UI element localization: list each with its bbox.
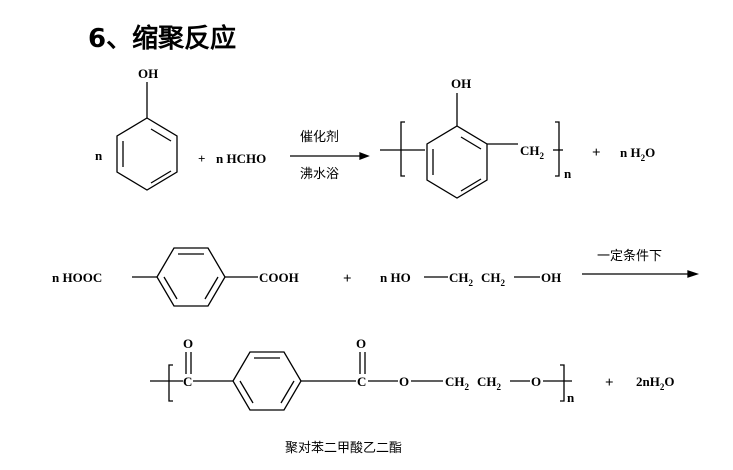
- pet-inner-bond-2: [280, 380, 295, 404]
- water-product-2: 2nH2O: [636, 374, 674, 392]
- reaction-arrow-2: 一定条件下: [582, 248, 700, 278]
- terephthalic-ring: [132, 247, 258, 307]
- terephthalic-cooh: COOH: [259, 270, 299, 285]
- pet-inner-bond-3: [239, 380, 254, 404]
- pet-product: O C O C O CH2 CH2 O n: [150, 336, 575, 411]
- phenol-inner-bond-2: [150, 128, 172, 142]
- pet-left-bracket: [168, 364, 173, 402]
- resin-n-subscript: n: [564, 166, 572, 181]
- hcho-reagent: n HCHO: [216, 151, 266, 166]
- phenol-n-label: n: [95, 148, 103, 163]
- catalyst-label: 催化剂: [300, 130, 339, 145]
- pet-c-right: C: [357, 374, 366, 389]
- terephthalic-n-hooc: n HOOC: [52, 270, 102, 285]
- phenol-ring: [116, 117, 178, 191]
- pet-ch2-b: CH2: [477, 374, 502, 392]
- pet-ch2-a: CH2: [445, 374, 470, 392]
- pet-c-left: C: [183, 374, 192, 389]
- plus-sign-2: +: [592, 145, 601, 161]
- terephthalic-inner-bond-3: [163, 276, 178, 300]
- resin-inner-bond-2: [460, 136, 482, 150]
- reaction-arrow-1: 催化剂 沸水浴: [290, 130, 370, 182]
- pet-name-label: 聚对苯二甲酸乙二酯: [285, 441, 402, 456]
- resin-inner-bond-3: [460, 178, 482, 192]
- pet-o-end: O: [531, 374, 541, 389]
- plus-sign-1: +: [198, 151, 205, 166]
- phenolic-resin-product: OH CH2 n: [380, 76, 572, 199]
- phenol-inner-bond-3: [150, 170, 172, 184]
- water-product-1: n H2O: [620, 145, 655, 163]
- terephthalic-inner-bond-2: [204, 276, 219, 300]
- glycol-ho: n HO: [380, 270, 411, 285]
- phenol-molecule: OH n: [95, 66, 178, 191]
- glycol-ch2-a: CH2: [449, 270, 474, 288]
- glycol-ch2-b: CH2: [481, 270, 506, 288]
- ethylene-glycol: n HO CH2 CH2 OH: [380, 270, 561, 288]
- terephthalic-hexagon: [156, 247, 226, 307]
- plus-sign-4: +: [605, 375, 614, 391]
- pet-o-left: O: [183, 336, 193, 351]
- plus-sign-3: +: [343, 271, 352, 287]
- pet-o-ester: O: [399, 374, 409, 389]
- resin-right-bracket: [555, 121, 560, 177]
- pet-o-right: O: [356, 336, 366, 351]
- pet-benzene-ring: [232, 351, 302, 411]
- resin-left-bracket: [400, 121, 405, 177]
- resin-ch2-label: CH2: [520, 143, 545, 161]
- arrow-2-head: [687, 270, 700, 278]
- condition-label: 一定条件下: [597, 248, 662, 264]
- arrow-1-head: [359, 152, 370, 160]
- phenol-oh-label: OH: [138, 66, 158, 81]
- glycol-oh: OH: [541, 270, 561, 285]
- resin-ring: [426, 125, 488, 199]
- water-bath-label: 沸水浴: [300, 167, 339, 182]
- resin-oh-label: OH: [451, 76, 471, 91]
- page-title: 6、缩聚反应: [88, 23, 236, 54]
- pet-n-subscript: n: [567, 390, 575, 405]
- pet-right-bracket: [560, 364, 565, 402]
